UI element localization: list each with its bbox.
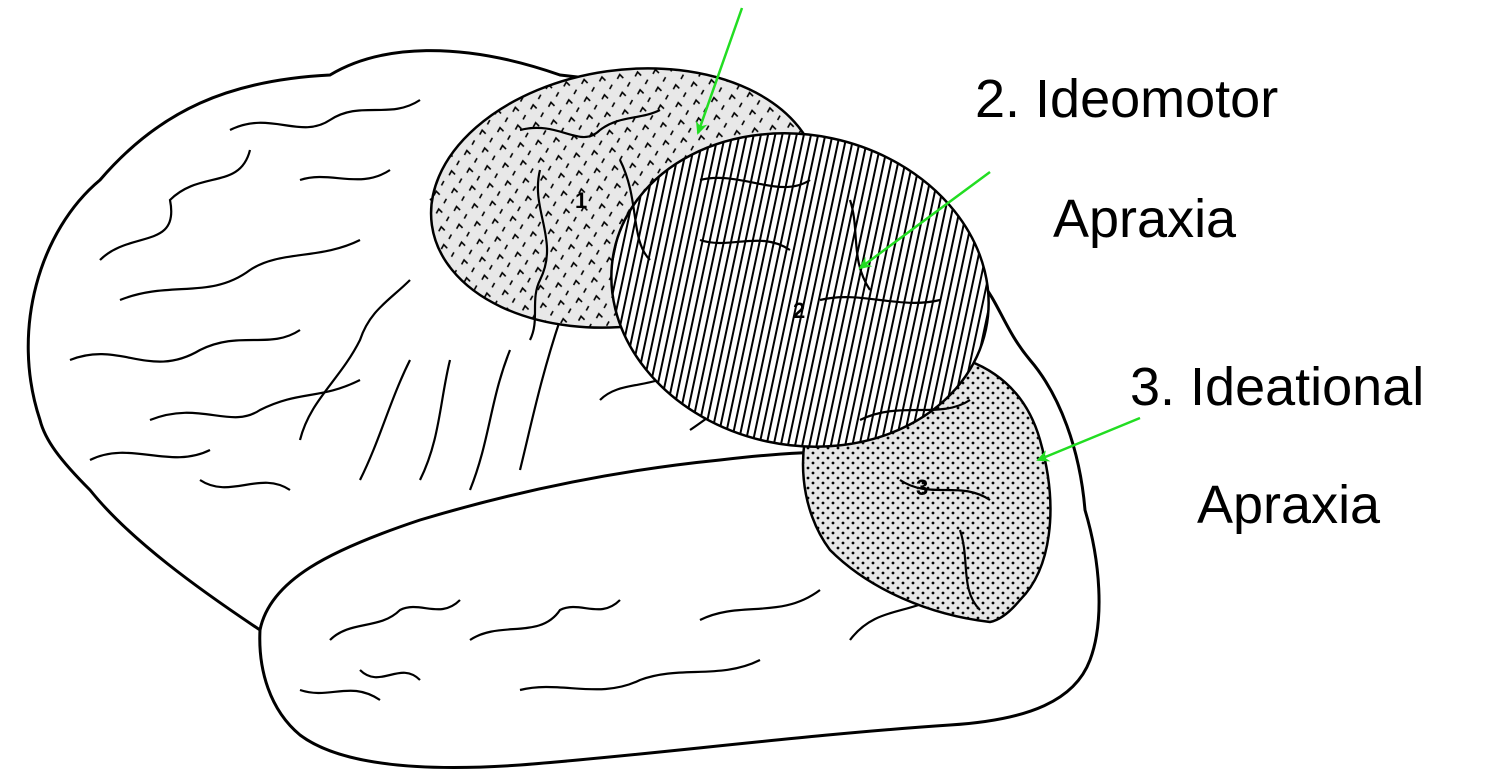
region-1-number: 1 — [575, 188, 587, 213]
region-3-number: 3 — [916, 475, 928, 500]
ideomotor-apraxia-title: 2. Ideomotor — [975, 72, 1278, 126]
ideational-apraxia-subtitle: Apraxia — [1197, 478, 1380, 532]
ideomotor-apraxia-subtitle: Apraxia — [1053, 192, 1236, 246]
region-2-number: 2 — [793, 298, 805, 323]
ideational-apraxia-title: 3. Ideational — [1130, 360, 1424, 414]
